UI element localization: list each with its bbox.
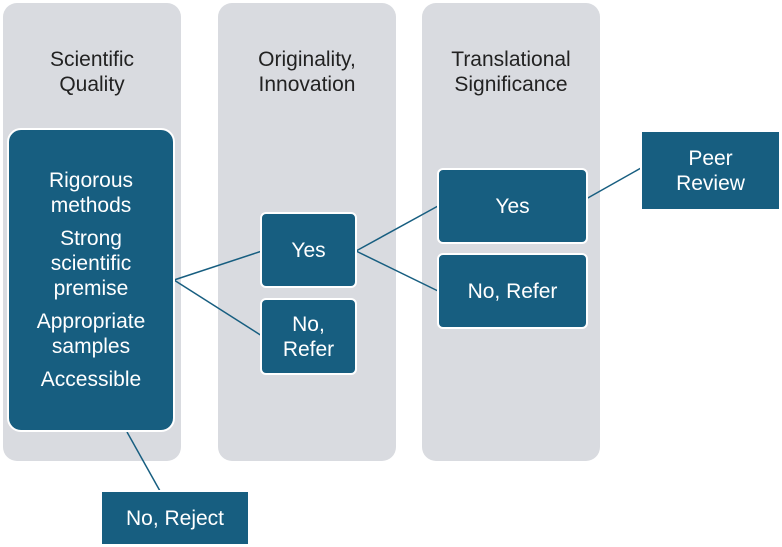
translational-yes-box: Yes bbox=[437, 168, 588, 244]
peer-review-label: Peer Review bbox=[676, 146, 745, 195]
translational-no-refer-label: No, Refer bbox=[467, 279, 558, 303]
column-title-scientific-quality: Scientific Quality bbox=[49, 48, 135, 96]
criterion-rigorous-methods: Rigorous methods bbox=[48, 169, 134, 217]
connector-quality-to-yes bbox=[173, 250, 263, 281]
column-title-translational-significance: Translational Significance bbox=[451, 48, 571, 96]
connector-yes-to-translational-yes bbox=[355, 205, 439, 252]
connector-quality-to-no-refer bbox=[173, 279, 263, 337]
reject-box: No, Reject bbox=[100, 490, 250, 546]
connector-translational-yes-to-peer-review bbox=[585, 167, 642, 200]
translational-no-refer-box: No, Refer bbox=[437, 253, 588, 329]
criterion-strong-premise: Strong scientific premise bbox=[50, 227, 132, 300]
originality-yes-label: Yes bbox=[291, 238, 326, 262]
column-title-originality-innovation: Originality, Innovation bbox=[258, 48, 356, 96]
quality-criteria-box: Rigorous methods Strong scientific premi… bbox=[7, 128, 175, 432]
criterion-appropriate-samples: Appropriate samples bbox=[36, 310, 146, 358]
connector-yes-to-translational-no bbox=[355, 250, 439, 292]
translational-yes-label: Yes bbox=[495, 194, 530, 218]
peer-review-box: Peer Review bbox=[640, 130, 781, 211]
connector-quality-to-reject bbox=[126, 431, 161, 492]
originality-yes-box: Yes bbox=[260, 212, 357, 288]
originality-no-refer-box: No, Refer bbox=[260, 298, 357, 375]
criterion-accessible: Accessible bbox=[40, 368, 142, 391]
originality-no-refer-label: No, Refer bbox=[282, 312, 335, 361]
reject-label: No, Reject bbox=[125, 506, 225, 530]
